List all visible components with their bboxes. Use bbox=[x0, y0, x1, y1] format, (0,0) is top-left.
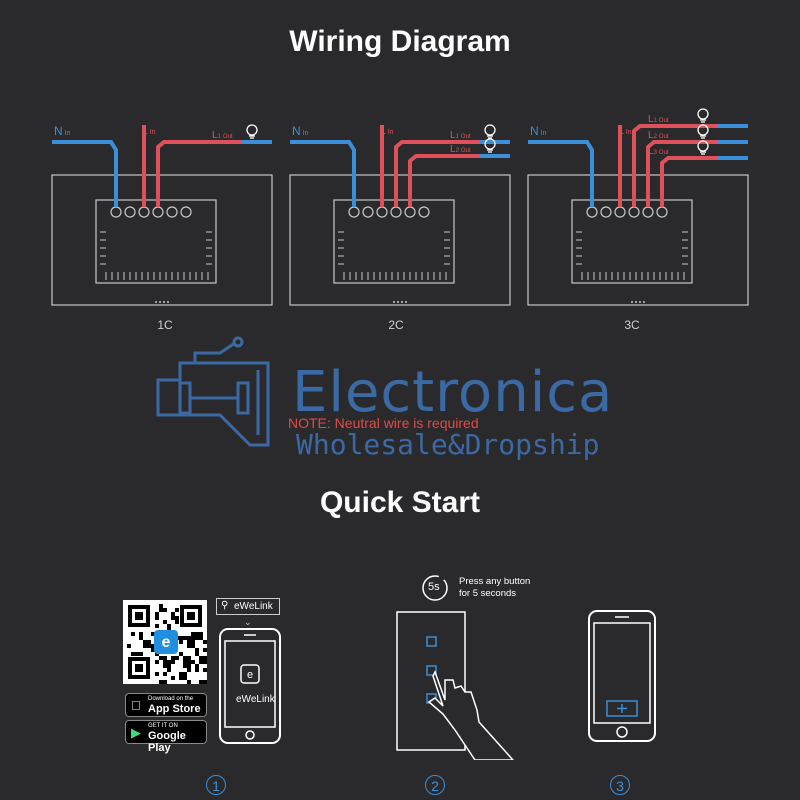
svg-text:e: e bbox=[162, 634, 171, 651]
phone-step3 bbox=[588, 610, 656, 742]
phone-step1: e bbox=[219, 628, 281, 744]
bulb-icon bbox=[484, 124, 496, 139]
apple-icon:  bbox=[131, 698, 141, 713]
neutral-wire bbox=[52, 140, 118, 207]
bulb-icon bbox=[484, 138, 496, 153]
load-wire bbox=[408, 154, 510, 207]
switch-panel-1c bbox=[51, 174, 273, 306]
load-wire bbox=[394, 140, 510, 207]
app-store-main-text: App Store bbox=[148, 703, 201, 715]
hand-icon bbox=[427, 670, 515, 760]
app-search-box[interactable]: ⚲ eWeLink bbox=[216, 598, 280, 615]
diagram-label-2c: 2C bbox=[388, 318, 404, 332]
load-wire bbox=[156, 140, 272, 207]
quick-start-title: Quick Start bbox=[319, 486, 481, 519]
diagram-label-3c: 3C bbox=[624, 318, 640, 332]
google-play-top-text: GET IT ON bbox=[148, 723, 178, 729]
plus-icon bbox=[606, 700, 638, 717]
wiring-diagram-title: Wiring Diagram bbox=[289, 25, 511, 58]
step-number-3: 3 bbox=[610, 775, 630, 795]
qr-code: e bbox=[123, 600, 207, 684]
neutral-wire-note: NOTE: Neutral wire is required bbox=[288, 415, 479, 431]
load-wire bbox=[660, 156, 748, 207]
step-number-1: 1 bbox=[206, 775, 226, 795]
app-store-top-text: Download on the bbox=[148, 696, 194, 702]
timer-icon bbox=[422, 575, 448, 601]
google-play-icon: ▶ bbox=[131, 725, 141, 740]
instruction-line-2: for 5 seconds bbox=[459, 588, 517, 599]
load-wire bbox=[632, 124, 748, 207]
svg-text:e: e bbox=[247, 669, 253, 681]
search-text: eWeLink bbox=[234, 601, 273, 612]
google-play-badge[interactable]: ▶ GET IT ON Google Play bbox=[125, 720, 207, 754]
app-store-badge[interactable]:  Download on the App Store bbox=[125, 693, 207, 717]
watermark-logo bbox=[156, 336, 270, 447]
chevron-down-icon: ⌄ bbox=[244, 617, 252, 627]
bulb-icon bbox=[246, 124, 258, 139]
switch-panel-step2 bbox=[396, 611, 515, 760]
bulb-icon bbox=[697, 124, 709, 139]
diagram-label-1c: 1C bbox=[157, 318, 173, 332]
switch-panel-3c bbox=[527, 174, 749, 306]
bulb-icon bbox=[697, 108, 709, 123]
watermark-title: Electronica bbox=[292, 360, 614, 425]
neutral-wire bbox=[528, 140, 594, 207]
instruction-line-1: Press any button bbox=[459, 576, 531, 587]
neutral-wire bbox=[290, 140, 356, 207]
search-icon: ⚲ bbox=[221, 600, 229, 611]
google-play-main-text: Google Play bbox=[148, 730, 186, 754]
switch-panel-2c bbox=[289, 174, 511, 306]
watermark-subtitle: Wholesale&Dropship bbox=[296, 428, 600, 461]
bulb-icon bbox=[697, 140, 709, 155]
step-number-2: 2 bbox=[425, 775, 445, 795]
timer-text: 5s bbox=[428, 581, 440, 593]
app-name-label: eWeLink bbox=[236, 694, 275, 705]
